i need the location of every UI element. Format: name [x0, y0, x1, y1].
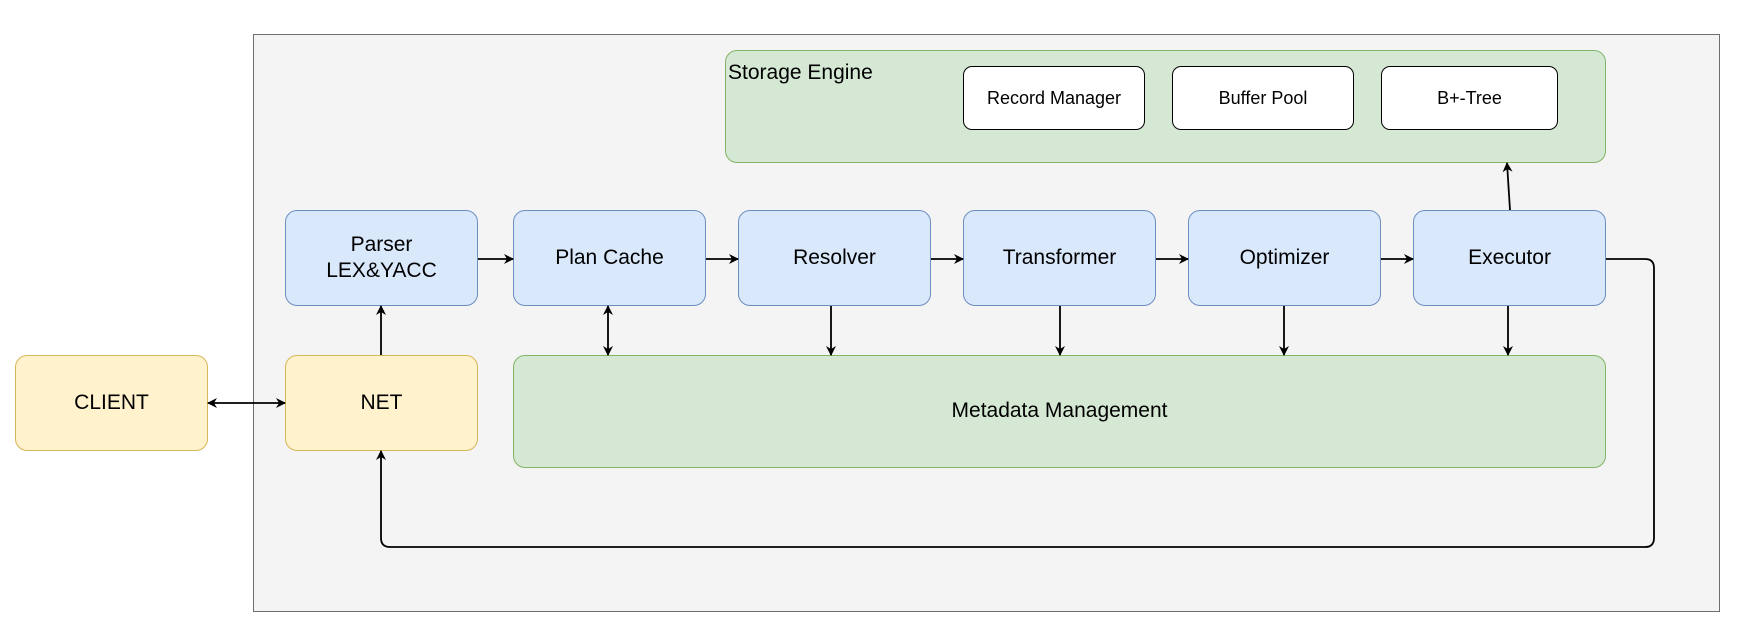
metadata-management-box: Metadata Management: [513, 355, 1606, 468]
optimizer-box: Optimizer: [1188, 210, 1381, 306]
parser-sublabel: LEX&YACC: [326, 259, 437, 282]
buffer-pool-box: Buffer Pool: [1172, 66, 1354, 130]
parser-label: Parser: [350, 232, 413, 256]
transformer-box: Transformer: [963, 210, 1156, 306]
client-box: CLIENT: [15, 355, 208, 451]
plan-cache-box: Plan Cache: [513, 210, 706, 306]
bplus-tree-box: B+-Tree: [1381, 66, 1558, 130]
executor-box: Executor: [1413, 210, 1606, 306]
parser-box: Parser LEX&YACC: [285, 210, 478, 306]
edge-executor-net-return: [376, 258, 1655, 548]
net-box: NET: [285, 355, 478, 451]
resolver-box: Resolver: [738, 210, 931, 306]
storage-engine-title: Storage Engine: [728, 61, 873, 84]
edge-executor-storage: [1502, 162, 1513, 211]
record-manager-box: Record Manager: [963, 66, 1145, 130]
